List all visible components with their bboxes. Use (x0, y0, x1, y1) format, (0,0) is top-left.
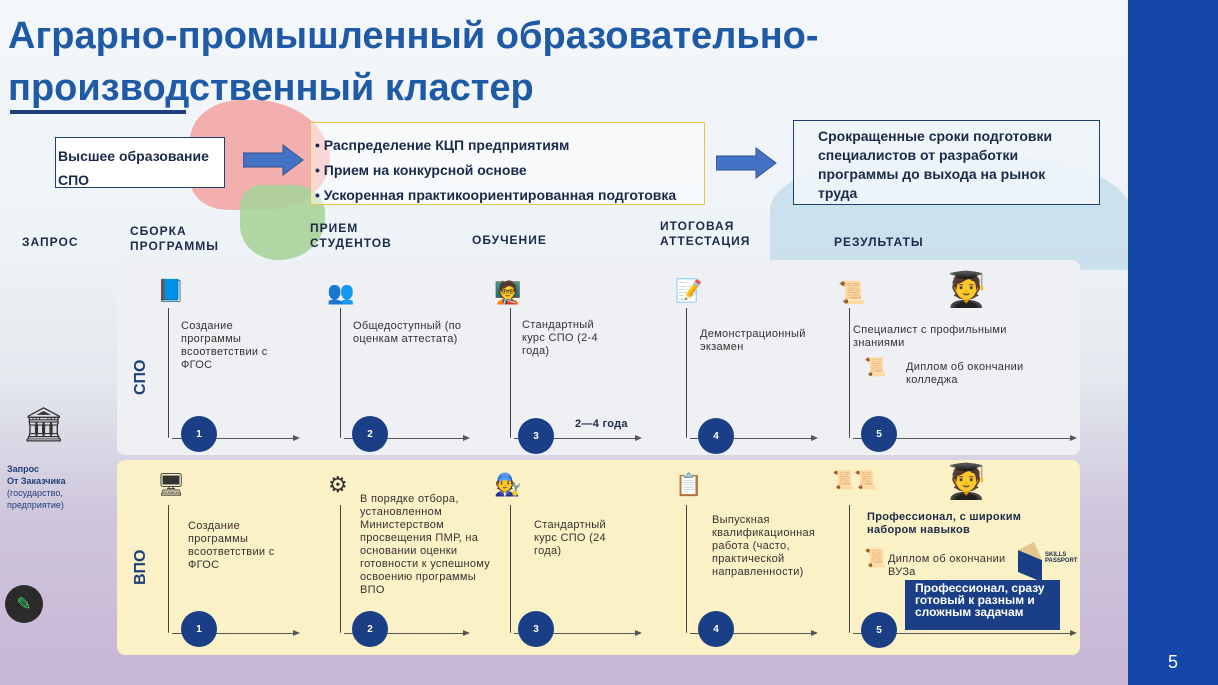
side-strip (1128, 0, 1218, 685)
divider (340, 505, 341, 633)
step-number: 4 (698, 611, 734, 647)
step-number: 5 (861, 416, 897, 452)
graduate-icon: 🧑‍🎓 (945, 271, 988, 309)
step-text: Специалист с профильными знаниями (853, 324, 1007, 349)
row-label-spo: СПО (132, 359, 149, 396)
title-underline (10, 110, 186, 114)
step-text: Создание программы всоответствии с ФГОС (188, 520, 275, 571)
divider (686, 308, 687, 438)
step-text: Демонстрационный экзамен (700, 328, 806, 353)
step-number: 5 (861, 612, 897, 648)
bullet-item: • Распределение КЦП предприятиям (315, 137, 570, 153)
column-header: ПРИЕМ СТУДЕНТОВ (310, 221, 392, 250)
people-icon: 👥 (327, 280, 355, 305)
step-number: 4 (698, 418, 734, 454)
timeline-arrow (514, 435, 642, 441)
arrow-right-icon (243, 144, 304, 176)
timeline-arrow (853, 630, 1077, 636)
page-number: 5 (1168, 652, 1179, 672)
row-label-vpo: ВПО (132, 549, 149, 586)
certificate-icon: 📜 (838, 280, 866, 305)
bullet-item: • Ускоренная практикоориентированная под… (315, 187, 677, 203)
box-line: СПО (58, 172, 90, 188)
column-header: РЕЗУЛЬТАТЫ (834, 235, 924, 249)
monitor-icon: 🖥 (157, 472, 185, 497)
column-header: СБОРКА ПРОГРАММЫ (130, 224, 219, 253)
teacher-icon: 🧑‍🏫 (494, 280, 522, 305)
step-text: Общедоступный (по оценкам аттестата) (353, 320, 462, 345)
worker-icon: 🧑‍🔧 (494, 472, 522, 497)
arrow-right-icon (716, 147, 777, 179)
column-header: ЗАПРОС (22, 235, 79, 249)
timeline-arrow (344, 630, 470, 636)
divider (510, 505, 511, 633)
pencil-icon: ✎ (16, 593, 32, 614)
skills-passport-text: SKILLS PASSPORT (1045, 552, 1078, 564)
divider (168, 308, 169, 438)
bullet-item: • Прием на конкурсной основе (315, 162, 527, 178)
highlight-box: Профессионал, сразу готовый к разным и с… (905, 580, 1060, 630)
duration-label: 2—4 года (575, 418, 628, 430)
certificate-icon: 📜📜 (832, 470, 877, 490)
step-number: 3 (518, 418, 554, 454)
diploma-text: Диплом об окончании ВУЗа (888, 553, 1006, 578)
timeline-arrow (172, 435, 300, 441)
document-icon: 📝 (675, 278, 703, 303)
pencil-tool-button[interactable]: ✎ (5, 585, 43, 623)
gears-person-icon: ⚙ (328, 472, 348, 497)
divider (686, 505, 687, 633)
column-header: ИТОГОВАЯ АТТЕСТАЦИЯ (660, 219, 751, 248)
divider (849, 308, 850, 438)
timeline-arrow (514, 630, 642, 636)
divider (340, 308, 341, 438)
divider (510, 308, 511, 438)
spo-panel (117, 260, 1080, 455)
request-text: Запрос От Заказчика (государство, предпр… (7, 464, 66, 510)
divider (168, 505, 169, 633)
timeline-arrow (690, 435, 818, 441)
step-number: 2 (352, 416, 388, 452)
step-text: Стандартный курс СПО (2-4 года) (522, 319, 598, 357)
timeline-arrow (344, 435, 470, 441)
step-number: 1 (181, 416, 217, 452)
certificate-icon: 📜 (864, 548, 887, 568)
step-number: 3 (518, 611, 554, 647)
building-icon: 🏛 (22, 406, 66, 444)
checklist-icon: 📋 (675, 472, 703, 497)
step-text: Выпускная квалификационная работа (часто… (712, 514, 816, 578)
slide-title: Аграрно-промышленный образовательно-прои… (8, 15, 819, 109)
step-text: Создание программы всоответствии с ФГОС (181, 320, 268, 371)
timeline-arrow (690, 630, 818, 636)
box-line: Высшее образование (58, 148, 209, 164)
timeline-arrow (853, 435, 1077, 441)
diploma-text: Диплом об окончании колледжа (906, 361, 1024, 386)
timeline-arrow (172, 630, 300, 636)
step-text: Стандартный курс СПО (24 года) (534, 519, 606, 557)
bullets-box: • Распределение КЦП предприятиям • Прием… (310, 122, 705, 205)
skills-passport-logo (1018, 542, 1042, 582)
step-text: Профессионал, с широким набором навыков (867, 511, 1022, 536)
column-header: ОБУЧЕНИЕ (472, 233, 547, 247)
step-number: 1 (181, 611, 217, 647)
graduate-icon: 🧑‍🎓 (945, 463, 988, 501)
divider (849, 505, 850, 633)
book-icon: 📘 (157, 278, 185, 303)
result-box: Срокращенные сроки подготовки специалист… (793, 120, 1100, 205)
step-text: В порядке отбора, установленном Министер… (360, 493, 491, 596)
step-number: 2 (352, 611, 388, 647)
education-box: Высшее образование СПО (55, 137, 225, 188)
certificate-icon: 📜 (864, 357, 887, 377)
